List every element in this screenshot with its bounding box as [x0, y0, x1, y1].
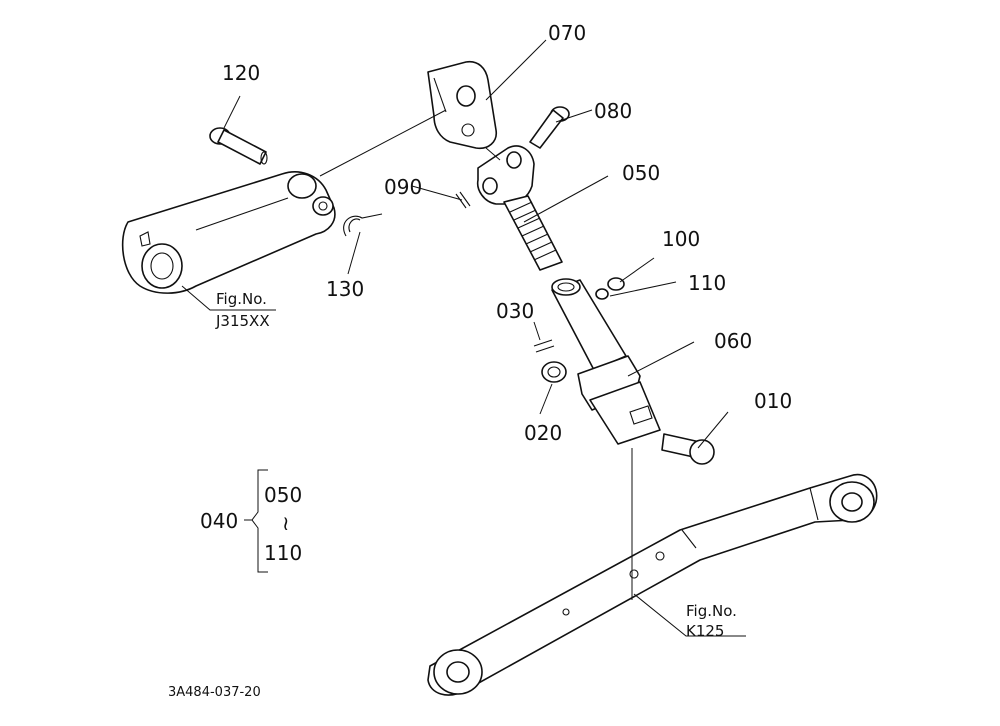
- fig-ref-lower-number: K125: [686, 622, 724, 640]
- callout-010: 010: [754, 389, 792, 413]
- assembly-parent: 040: [200, 509, 238, 533]
- pin-120: [209, 127, 268, 165]
- leader-lines: [181, 39, 746, 637]
- tube-060: [551, 278, 661, 445]
- fig-ref-upper-label: Fig.No.: [216, 290, 267, 308]
- washer-110: [595, 288, 609, 300]
- pin-080: [529, 106, 570, 149]
- callout-060: 060: [714, 329, 752, 353]
- grease-nipple-100: [607, 277, 625, 291]
- nut-020: [541, 361, 567, 383]
- snap-pin-130: [343, 213, 383, 237]
- fig-ref-upper-number: J315XX: [215, 312, 270, 330]
- callout-090: 090: [384, 175, 422, 199]
- callout-110: 110: [688, 271, 726, 295]
- callout-120: 120: [222, 61, 260, 85]
- lift-arm: [121, 171, 336, 294]
- fig-ref-lower-label: Fig.No.: [686, 602, 737, 620]
- callout-070: 070: [548, 21, 586, 45]
- assembly-to: 110: [264, 541, 302, 565]
- callout-030: 030: [496, 299, 534, 323]
- assembly-range-mark: ≀: [282, 511, 290, 535]
- assembly-bracket: [244, 469, 268, 573]
- callout-080: 080: [594, 99, 632, 123]
- callout-020: 020: [524, 421, 562, 445]
- pin-030: [533, 339, 555, 353]
- assembly-from: 050: [264, 483, 302, 507]
- callout-130: 130: [326, 277, 364, 301]
- lower-link: [427, 473, 878, 696]
- pin-090: [455, 191, 471, 209]
- callout-100: 100: [662, 227, 700, 251]
- callout-050: 050: [622, 161, 660, 185]
- clevis-070: [427, 60, 498, 150]
- drawing-code: 3A484-037-20: [168, 685, 261, 700]
- screw-050: [476, 145, 563, 271]
- bolt-010: [661, 433, 715, 465]
